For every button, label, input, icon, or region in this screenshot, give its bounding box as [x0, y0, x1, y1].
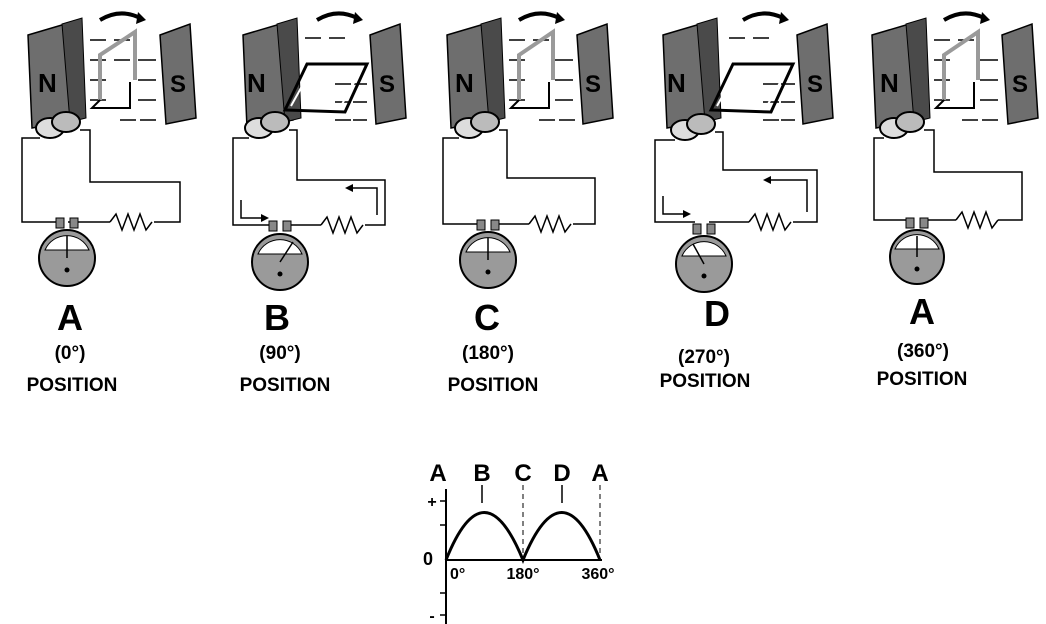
y-minus-label: - — [429, 608, 434, 624]
resistor-icon — [528, 213, 572, 235]
north-label: N — [247, 68, 266, 98]
galvanometer-icon — [251, 220, 309, 291]
north-magnet: N — [242, 17, 302, 129]
generator-diagram: N S — [442, 11, 614, 289]
circuit-wires — [873, 129, 1023, 221]
position-angle: (270°) — [678, 347, 730, 368]
panel-a-360deg: N S A (36 — [850, 0, 1046, 420]
waveform-curve — [444, 511, 602, 564]
graph-label-c: C — [514, 460, 531, 487]
circuit-wires — [654, 131, 818, 223]
south-label: S — [1012, 71, 1028, 98]
coil-loop — [708, 62, 796, 114]
galvanometer-icon — [889, 217, 945, 285]
slip-rings — [35, 111, 81, 139]
coil-loop — [98, 28, 137, 100]
position-letter: A — [57, 297, 83, 338]
panel-c-180deg: N S C (18 — [435, 0, 635, 420]
north-magnet: N — [871, 17, 931, 129]
slip-rings — [879, 111, 925, 139]
position-label: POSITION — [26, 375, 118, 396]
y-plus-label: + — [427, 494, 436, 511]
output-waveform-graph: A B C D A + 0 - 0° 180° 360° — [423, 460, 615, 624]
south-label: S — [379, 71, 395, 98]
resistor-icon — [955, 209, 999, 231]
generator-diagram: N S — [21, 11, 197, 287]
panel-d-270deg: N S — [645, 0, 845, 420]
circuit-wires — [442, 129, 596, 225]
galvanometer-icon — [675, 223, 733, 293]
south-magnet: S — [369, 22, 407, 125]
slip-rings — [454, 111, 500, 139]
rotation-arrow-icon — [517, 11, 560, 22]
south-label: S — [170, 71, 186, 98]
graph-label-b: B — [473, 460, 490, 487]
north-magnet: N — [446, 17, 506, 129]
south-label: S — [585, 71, 601, 98]
position-label: POSITION — [239, 375, 331, 396]
galvanometer-icon — [459, 219, 517, 289]
position-letter: B — [264, 297, 290, 338]
graph-label-a: A — [429, 460, 446, 487]
position-letter: A — [909, 291, 935, 332]
slip-rings — [670, 113, 716, 141]
graph-label-d: D — [553, 460, 570, 487]
north-magnet: N — [662, 17, 722, 129]
circuit-wires — [21, 129, 181, 223]
south-label: S — [807, 71, 823, 98]
north-label: N — [455, 68, 474, 98]
position-label: POSITION — [659, 371, 751, 392]
resistor-icon — [109, 211, 153, 233]
y-zero-label: 0 — [423, 549, 433, 569]
south-magnet: S — [796, 22, 834, 125]
field-lines — [509, 39, 575, 121]
circuit-wires — [232, 129, 386, 226]
north-label: N — [38, 68, 57, 98]
generator-diagram: N S — [871, 11, 1039, 285]
position-angle: (90°) — [259, 343, 301, 364]
galvanometer-icon — [38, 217, 96, 287]
south-magnet: S — [159, 22, 197, 125]
north-label: N — [880, 68, 899, 98]
coil-loop — [517, 28, 555, 100]
panel-b-90deg: N S — [225, 0, 425, 420]
resistor-icon — [320, 214, 364, 236]
current-arrow-icon — [769, 179, 808, 212]
x-tick-0: 0° — [450, 566, 465, 583]
position-label: POSITION — [447, 375, 539, 396]
coil-loop — [282, 62, 370, 114]
current-arrow-icon — [662, 196, 685, 215]
resistor-icon — [748, 211, 792, 233]
position-letter: C — [474, 297, 500, 338]
position-angle: (360°) — [897, 341, 949, 362]
current-arrow-icon — [351, 187, 378, 215]
rotation-arrow-icon — [741, 11, 784, 22]
position-letter: D — [704, 293, 730, 334]
position-angle: (180°) — [462, 343, 514, 364]
current-arrow-icon — [240, 200, 263, 219]
generator-diagram: N S — [654, 11, 834, 293]
graph-label-a-end: A — [591, 460, 608, 487]
x-tick-180: 180° — [506, 566, 539, 583]
generator-diagram: N S — [232, 11, 407, 291]
rotation-arrow-icon — [98, 11, 141, 22]
south-magnet: S — [1001, 22, 1039, 125]
rotation-arrow-icon — [942, 11, 985, 22]
position-label: POSITION — [876, 369, 968, 390]
rotation-arrow-icon — [315, 11, 358, 22]
slip-rings — [244, 111, 290, 139]
x-tick-360: 360° — [581, 566, 614, 583]
north-label: N — [667, 68, 686, 98]
coil-loop — [942, 28, 980, 100]
north-magnet: N — [27, 17, 87, 129]
position-angle: (0°) — [54, 343, 86, 364]
field-lines — [305, 37, 367, 121]
south-magnet: S — [576, 22, 614, 125]
field-lines — [934, 39, 998, 121]
panel-a-0deg: N S A (0° — [10, 0, 210, 420]
